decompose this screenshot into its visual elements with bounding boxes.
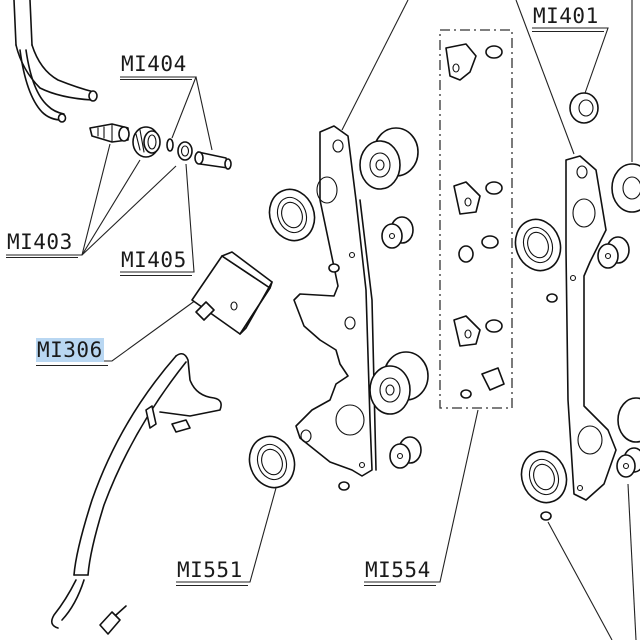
callout-underline [120, 79, 192, 80]
callout-label: MI306 [37, 338, 103, 362]
callout-mi306[interactable]: MI306 [36, 338, 108, 366]
part-pulley-upper [359, 127, 419, 190]
part-pulley-lower [369, 351, 429, 415]
cable-top-left [13, 0, 98, 123]
callout-underline [36, 365, 108, 366]
callout-underline [120, 275, 192, 276]
part-seal-mi551 [248, 435, 296, 489]
callout-underline [364, 585, 436, 586]
callout-label: MI405 [121, 248, 187, 272]
callout-label: MI401 [533, 4, 599, 28]
part-mi554-kit [439, 29, 513, 409]
callout-label: MI404 [121, 52, 187, 76]
part-left-plate [293, 125, 377, 477]
part-mi403-fitting [89, 123, 130, 143]
callout-label: MI551 [177, 558, 243, 582]
callout-underline [6, 257, 78, 258]
callout-mi403[interactable]: MI403 [6, 230, 78, 258]
part-pulley-right-edge [611, 163, 640, 443]
part-seal-right-lower [520, 450, 568, 504]
callout-mi551[interactable]: MI551 [176, 558, 248, 586]
part-right-plate [565, 155, 617, 501]
part-mi306-relay [191, 251, 273, 335]
callout-mi404[interactable]: MI404 [120, 52, 192, 80]
part-mi401-bearing [569, 92, 599, 124]
callout-underline [176, 585, 248, 586]
part-collar-upper [381, 216, 414, 249]
callout-underline [532, 31, 604, 32]
part-mi403-grommet [132, 126, 161, 158]
part-collar-right [597, 236, 640, 478]
callout-mi405[interactable]: MI405 [120, 248, 192, 276]
part-seal-right-upper [514, 218, 562, 272]
part-mi404-ring [166, 138, 174, 152]
part-mi405-washer [177, 141, 193, 161]
callout-label: MI403 [7, 230, 73, 254]
screws [328, 263, 558, 521]
callout-mi401[interactable]: MI401 [532, 4, 604, 32]
part-collar-lower [389, 436, 422, 469]
part-seal-upper-left [268, 188, 316, 242]
part-mi404-pin [194, 151, 232, 170]
callout-label: MI554 [365, 558, 431, 582]
callout-mi554[interactable]: MI554 [364, 558, 436, 586]
part-mi306-harness [50, 352, 222, 635]
